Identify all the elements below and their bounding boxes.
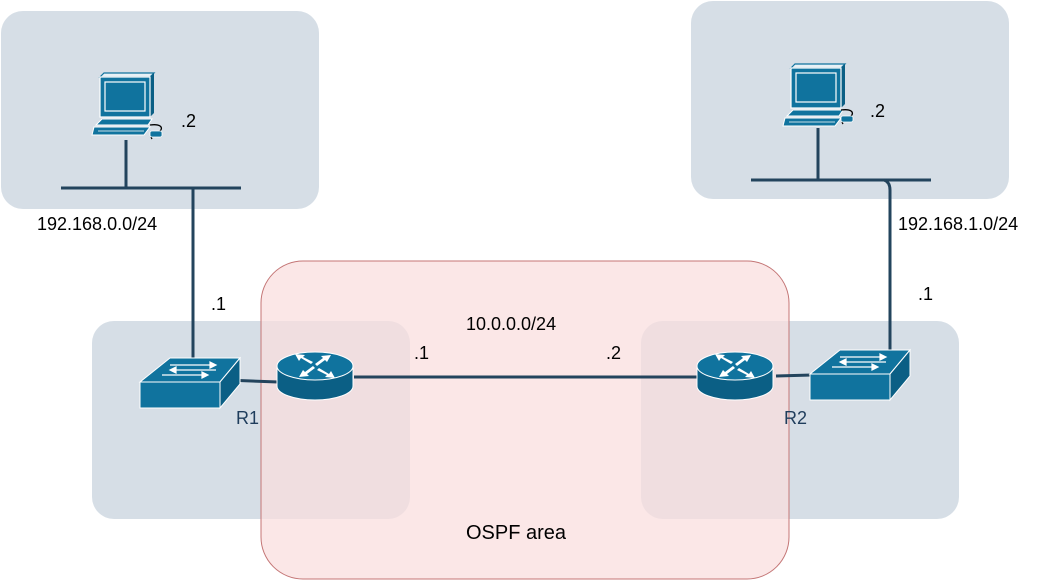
lan-right-uplink <box>883 178 892 358</box>
lan-right-zone <box>691 1 1009 199</box>
pc-icon <box>782 63 854 127</box>
transit-r1-label: .1 <box>414 343 429 363</box>
router-left-label: R1 <box>236 408 259 428</box>
lan-left-net-label: 192.168.0.0/24 <box>37 214 157 234</box>
switch-icon <box>138 356 242 410</box>
links <box>61 128 931 384</box>
lan-right-host-label: .2 <box>870 101 885 121</box>
router-icon <box>276 351 354 401</box>
ospf-area-zone <box>260 260 790 580</box>
transit-net-label: 10.0.0.0/24 <box>466 314 556 334</box>
ospf-area-label: OSPF area <box>466 522 567 544</box>
lan-left-zone <box>1 11 319 209</box>
router-icon <box>696 351 774 401</box>
router-right-label: R2 <box>784 408 807 428</box>
switch-icon <box>808 348 912 402</box>
lan-right-gw-label: .1 <box>918 284 933 304</box>
pc-icon <box>91 72 163 140</box>
r2-switch-link <box>775 373 813 378</box>
lan-left-host-label: .2 <box>181 111 196 131</box>
lan-left-gw-label: .1 <box>211 294 226 314</box>
lan-right-net-label: 192.168.1.0/24 <box>898 214 1018 234</box>
transit-r2-label: .2 <box>606 343 621 363</box>
